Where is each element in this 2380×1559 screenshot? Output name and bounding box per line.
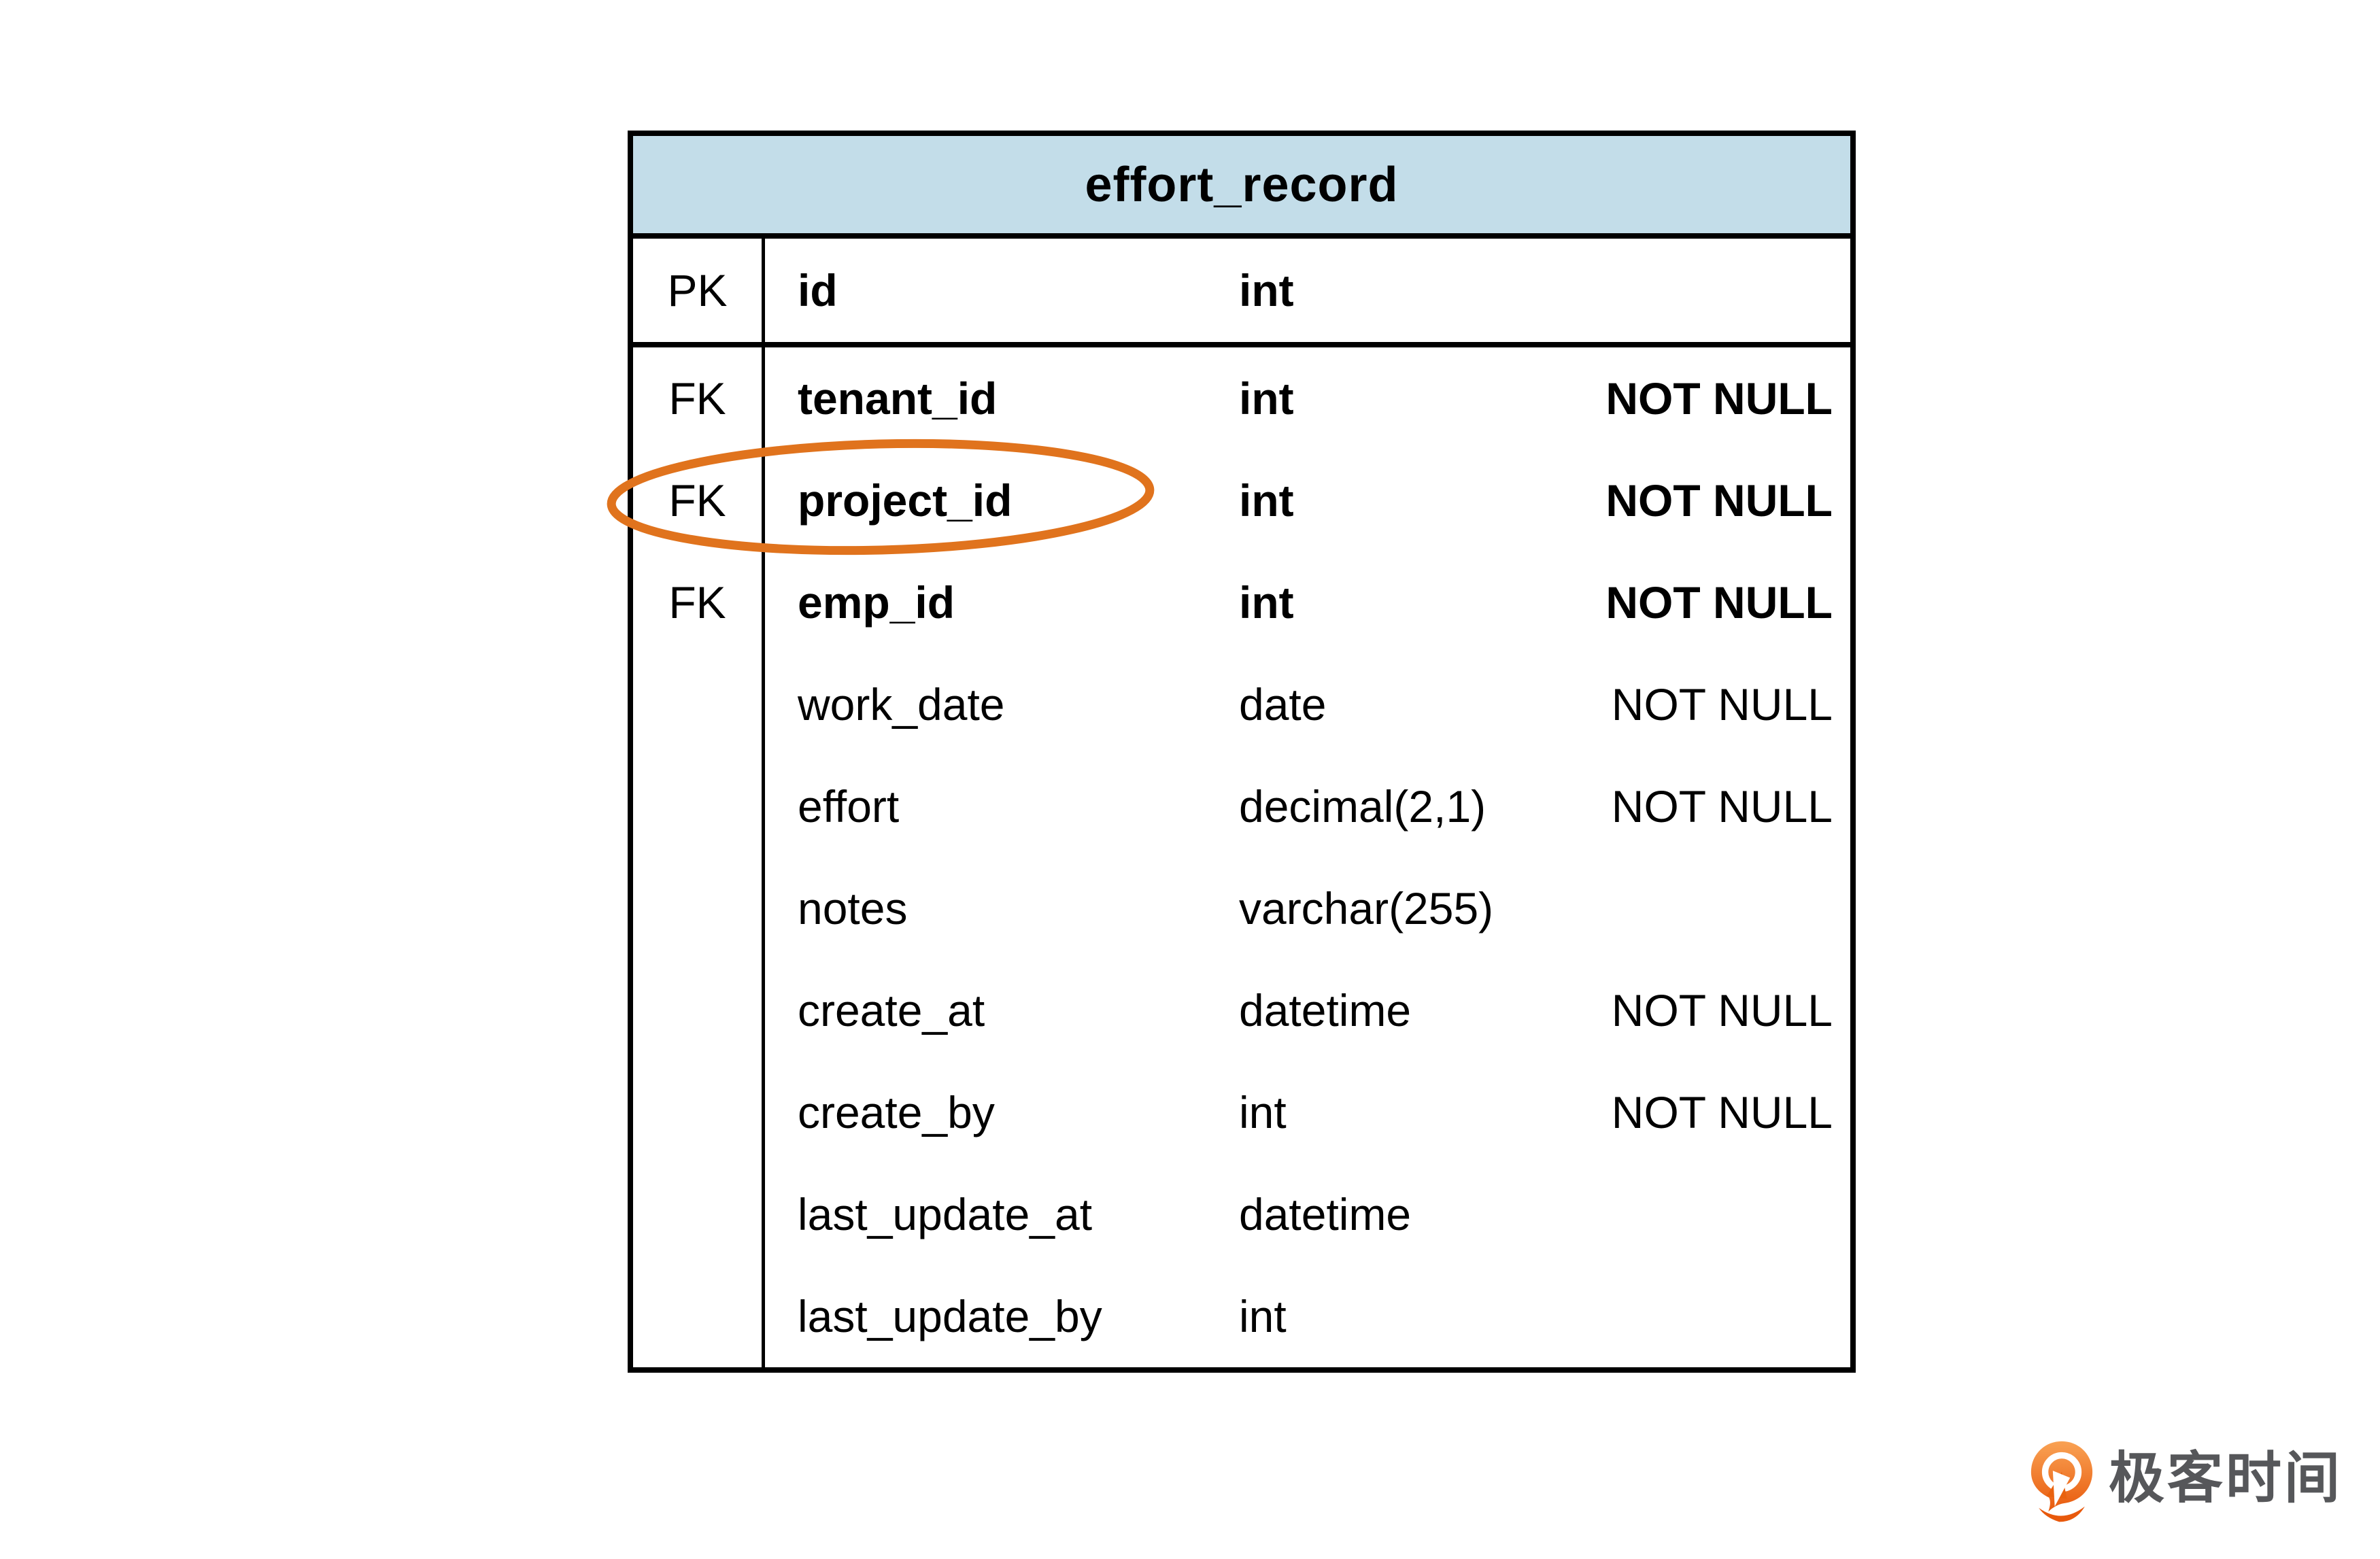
column-name: tenant_id <box>798 373 998 424</box>
key-label <box>633 857 765 959</box>
key-label: FK <box>633 551 765 653</box>
column-type: date <box>1239 679 1327 730</box>
table-row-id: PK id int <box>633 239 1850 347</box>
table-row-tenant-id: FK tenant_id int NOT NULL <box>633 347 1850 449</box>
column-type: decimal(2,1) <box>1239 781 1486 832</box>
column-type: int <box>1239 475 1294 526</box>
column-constraint <box>1564 1265 1850 1367</box>
column-type: int <box>1239 373 1294 424</box>
geektime-logo-icon <box>2030 1441 2093 1522</box>
table-row-create-by: create_by int NOT NULL <box>633 1061 1850 1163</box>
table-title: effort_record <box>633 136 1850 239</box>
table-row-emp-id: FK emp_id int NOT NULL <box>633 551 1850 653</box>
table-row-project-id: FK project_id int NOT NULL <box>633 449 1850 551</box>
column-name: emp_id <box>798 577 955 628</box>
geektime-logo: 极客时间 <box>2030 1440 2343 1526</box>
er-table-effort-record: effort_record PK id int FK tenant_id int… <box>628 131 1856 1373</box>
column-type: datetime <box>1239 985 1412 1035</box>
column-constraint: NOT NULL <box>1611 679 1833 730</box>
column-name: create_at <box>798 985 985 1035</box>
column-constraint: NOT NULL <box>1611 1087 1833 1137</box>
key-label: FK <box>633 347 765 449</box>
key-label: PK <box>633 239 765 342</box>
column-type: datetime <box>1239 1189 1412 1239</box>
table-row-last-update-at: last_update_at datetime <box>633 1163 1850 1265</box>
table-row-effort: effort decimal(2,1) NOT NULL <box>633 755 1850 857</box>
column-type: int <box>1239 1087 1287 1137</box>
column-constraint: NOT NULL <box>1611 781 1833 832</box>
column-constraint <box>1564 1163 1850 1265</box>
column-constraint <box>1564 857 1850 959</box>
column-type: int <box>1239 1291 1287 1341</box>
column-name: last_update_at <box>798 1189 1093 1239</box>
column-name: project_id <box>798 475 1013 526</box>
column-constraint: NOT NULL <box>1605 373 1833 424</box>
column-constraint: NOT NULL <box>1605 475 1833 526</box>
key-label <box>633 1163 765 1265</box>
key-label <box>633 1061 765 1163</box>
table-row-create-at: create_at datetime NOT NULL <box>633 959 1850 1061</box>
column-name: create_by <box>798 1087 995 1137</box>
column-type: varchar(255) <box>1239 883 1494 933</box>
column-type: int <box>1239 577 1294 628</box>
column-name: notes <box>798 883 908 933</box>
geektime-logo-text: 极客时间 <box>2109 1447 2343 1509</box>
table-row-work-date: work_date date NOT NULL <box>633 653 1850 755</box>
key-label: FK <box>633 449 765 551</box>
table-row-last-update-by: last_update_by int <box>633 1265 1850 1367</box>
column-name: last_update_by <box>798 1291 1102 1341</box>
key-label <box>633 1265 765 1367</box>
column-name: work_date <box>798 679 1005 730</box>
column-type: int <box>1239 265 1294 315</box>
column-constraint: NOT NULL <box>1611 985 1833 1035</box>
column-constraint: NOT NULL <box>1605 577 1833 628</box>
column-name: effort <box>798 781 900 832</box>
column-constraint <box>1564 239 1850 342</box>
key-label <box>633 959 765 1061</box>
key-label <box>633 755 765 857</box>
key-label <box>633 653 765 755</box>
column-name: id <box>798 265 838 315</box>
table-row-notes: notes varchar(255) <box>633 857 1850 959</box>
